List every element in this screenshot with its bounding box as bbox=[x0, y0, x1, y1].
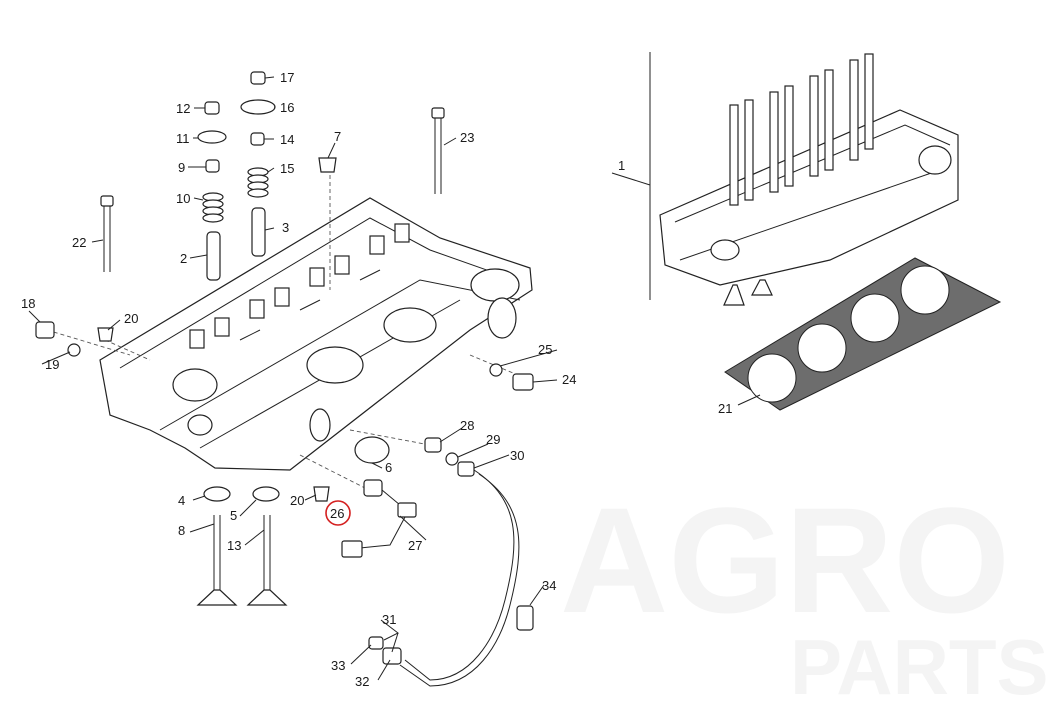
callout-30: 30 bbox=[510, 448, 524, 463]
callout-4: 4 bbox=[178, 493, 185, 508]
sensor-and-harness bbox=[341, 479, 417, 558]
valve-train-parts bbox=[35, 71, 534, 606]
callout-17: 17 bbox=[280, 70, 294, 85]
callout-34: 34 bbox=[542, 578, 556, 593]
callout-27: 27 bbox=[408, 538, 422, 553]
cylinder-head bbox=[99, 197, 533, 471]
watermark-line2: PARTS bbox=[790, 623, 1046, 708]
callout-26: 26 bbox=[330, 506, 344, 521]
callout-24: 24 bbox=[562, 372, 576, 387]
callout-3: 3 bbox=[282, 220, 289, 235]
highlight-ring bbox=[325, 500, 351, 526]
watermark-line1: AGRO bbox=[560, 476, 1010, 644]
callout-9: 9 bbox=[178, 160, 185, 175]
callout-25: 25 bbox=[538, 342, 552, 357]
callout-14: 14 bbox=[280, 132, 294, 147]
callout-18: 18 bbox=[21, 296, 35, 311]
callout-19: 19 bbox=[45, 357, 59, 372]
watermark: AGRO PARTS bbox=[560, 476, 1046, 708]
callout-labels: 1 2 3 4 5 6 7 8 9 10 11 12 13 14 15 16 1… bbox=[21, 70, 732, 689]
callout-32: 32 bbox=[355, 674, 369, 689]
callout-8: 8 bbox=[178, 523, 185, 538]
head-gasket bbox=[724, 257, 1002, 411]
callout-21: 21 bbox=[718, 401, 732, 416]
callout-2: 2 bbox=[180, 251, 187, 266]
callout-28: 28 bbox=[460, 418, 474, 433]
callout-11: 11 bbox=[176, 131, 190, 146]
callout-10: 10 bbox=[176, 191, 190, 206]
callout-13: 13 bbox=[227, 538, 241, 553]
assembled-cylinder-head bbox=[649, 52, 959, 306]
callout-31: 31 bbox=[382, 612, 396, 627]
callout-16: 16 bbox=[280, 100, 294, 115]
callout-33: 33 bbox=[331, 658, 345, 673]
callout-20-upper: 20 bbox=[124, 311, 138, 326]
callout-29: 29 bbox=[486, 432, 500, 447]
callout-20-lower: 20 bbox=[290, 493, 304, 508]
callout-1: 1 bbox=[618, 158, 625, 173]
callout-23: 23 bbox=[460, 130, 474, 145]
callout-22: 22 bbox=[72, 235, 86, 250]
callout-12: 12 bbox=[176, 101, 190, 116]
callout-6: 6 bbox=[385, 460, 392, 475]
callout-5: 5 bbox=[230, 508, 237, 523]
callout-7: 7 bbox=[334, 129, 341, 144]
callout-15: 15 bbox=[280, 161, 294, 176]
callout-leaders bbox=[28, 76, 761, 681]
oil-pipe-assembly bbox=[368, 437, 534, 687]
